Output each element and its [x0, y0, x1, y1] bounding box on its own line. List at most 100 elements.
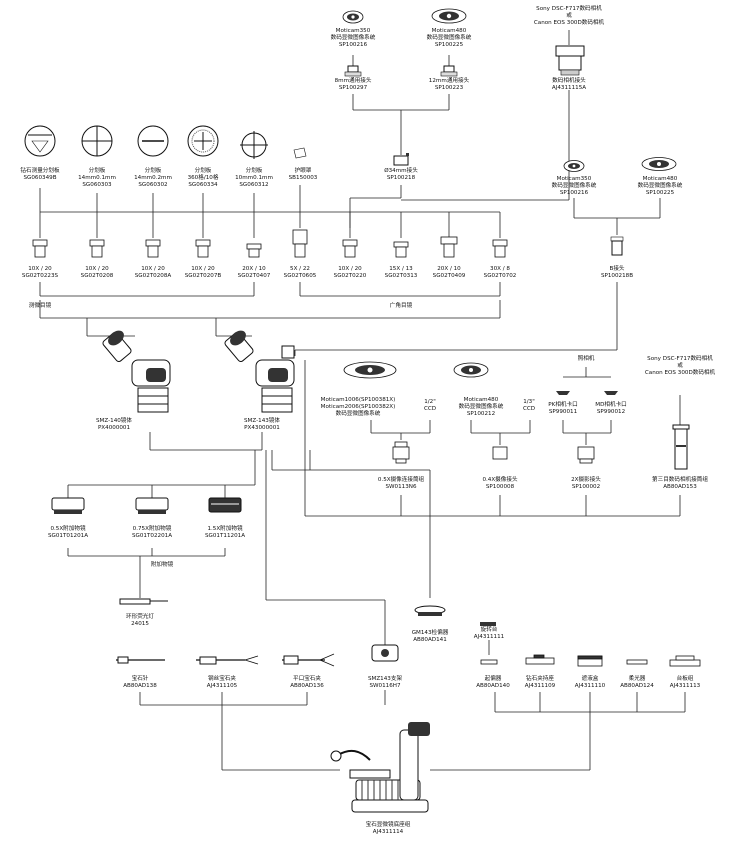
rotary-code: AJ4311111 — [473, 634, 505, 640]
adapter-12mm-code: SP100223 — [434, 85, 464, 91]
smz143-code: PX43000001 — [244, 425, 280, 431]
sony-mid-line2: 或 — [677, 363, 683, 369]
film-camera-title: 照相机 — [578, 356, 595, 363]
base-item-icons — [480, 654, 701, 667]
right-camera-1-name: Moticam350 — [556, 176, 592, 182]
smz-mount-icon — [371, 644, 399, 662]
right-camera-icon-1 — [563, 160, 585, 172]
reticle-5-name: 分划板 — [245, 168, 263, 174]
top-camera-1-name: Moticam350 — [335, 28, 371, 34]
smz143-name: SMZ-143镜体 — [244, 418, 280, 424]
aux-objective-3-name: 1.5X附加物镜 — [207, 526, 243, 532]
mid-camera-2-name: Moticam480 — [463, 397, 499, 403]
top-camera-icon-1 — [342, 10, 364, 24]
adapter-8mm-icon — [344, 65, 362, 77]
eyepiece-9-spec: 20X / 10 — [437, 266, 461, 272]
reticle-icon-crosshair-1 — [81, 125, 113, 157]
gem-tool-2-name: 钢丝宝石夹 — [208, 676, 236, 682]
ccd-1-label: 1/2" CCD — [419, 399, 441, 413]
mount-34mm-code: SP100218 — [386, 175, 416, 181]
reticle-4-code: SG060334 — [188, 182, 218, 188]
smz140-name: SMZ-140镜体 — [96, 418, 132, 424]
adapter-b-code: SP100218B — [600, 273, 634, 279]
smz143-body-icon — [224, 330, 295, 413]
sony-top-line1: Sony DSC-F717数码相机 — [536, 6, 602, 12]
eyepiece-7-code: SG02T0220 — [333, 273, 367, 279]
eyepiece-8-spec: 15X / 13 — [389, 266, 413, 272]
gm143-icon — [414, 605, 446, 616]
base-item-2-name: 钻石夹持座 — [526, 676, 554, 682]
gm143-code: AB80AD141 — [413, 637, 447, 643]
reticle-2-spec: 14mm0.1mm — [78, 175, 116, 181]
eyepiece-3-spec: 10X / 20 — [141, 266, 165, 272]
reticle-icon-line — [137, 125, 169, 157]
interface-3-code: SP100002 — [571, 484, 601, 490]
eyepiece-4-code: SG02T0207B — [184, 273, 222, 279]
mount-34mm-icon — [393, 153, 409, 166]
eyepiece-1-spec: 10X / 20 — [28, 266, 52, 272]
interface-1-name: 0.5X摄像连接筒组 — [377, 477, 425, 483]
measure-eyepiece-group-label: 测微目镜 — [29, 303, 51, 310]
mid-camera-2-desc: 数码显微图像系统 — [458, 404, 504, 410]
eyepiece-7-spec: 10X / 20 — [338, 266, 362, 272]
gem-tool-1-code: AB80AD138 — [123, 683, 157, 689]
base-item-4-name: 柔光器 — [628, 676, 646, 682]
top-camera-icon-2 — [431, 8, 467, 24]
smz-mount-code: SW0116H7 — [369, 683, 401, 689]
right-camera-2-desc: 数码显微图像系统 — [637, 183, 683, 189]
mount-34mm-name: Ø34mm接头 — [384, 168, 418, 174]
reticle-5-spec: 10mm0.1mm — [235, 175, 273, 181]
right-camera-1-desc: 数码显微图像系统 — [551, 183, 597, 189]
eyepiece-3-code: SG02T0208A — [134, 273, 172, 279]
sony-mid-line3: Canon EOS 300D数码相机 — [644, 370, 716, 376]
aux-objective-1-name: 0.5X附加物镜 — [50, 526, 86, 532]
interface-2-code: SP100008 — [485, 484, 515, 490]
base-item-5-code: AJ4311113 — [669, 683, 701, 689]
adapter-b-name: B接头 — [609, 266, 625, 272]
base-name: 宝石显微镜底座组 — [365, 822, 411, 828]
adapter-12mm-icon — [440, 65, 458, 77]
interface-4-name: 第三目数码相机接筒组 — [652, 477, 708, 483]
top-camera-1-code: SP100216 — [338, 42, 368, 48]
reticle-2-name: 分划板 — [88, 168, 106, 174]
gem-tool-2-code: AJ4311105 — [206, 683, 238, 689]
wide-eyepiece-group-text: 广角目镜 — [389, 303, 413, 309]
aux-objective-3-code: SG01T11201A — [204, 533, 246, 539]
right-camera-2-name: Moticam480 — [642, 176, 678, 182]
eye-guard-code: SB150003 — [288, 175, 318, 181]
adapter-12mm-name: 12mm通用接头 — [428, 78, 470, 84]
reticle-icon-diamond — [24, 125, 56, 157]
reticle-4-spec: 360格/10格 — [187, 175, 219, 181]
aux-objective-group-text: 附加物镜 — [150, 562, 174, 568]
aux-objective-1-code: SG01T01201A — [47, 533, 89, 539]
reticle-1-name: 钻石测量分划板 — [20, 168, 60, 174]
